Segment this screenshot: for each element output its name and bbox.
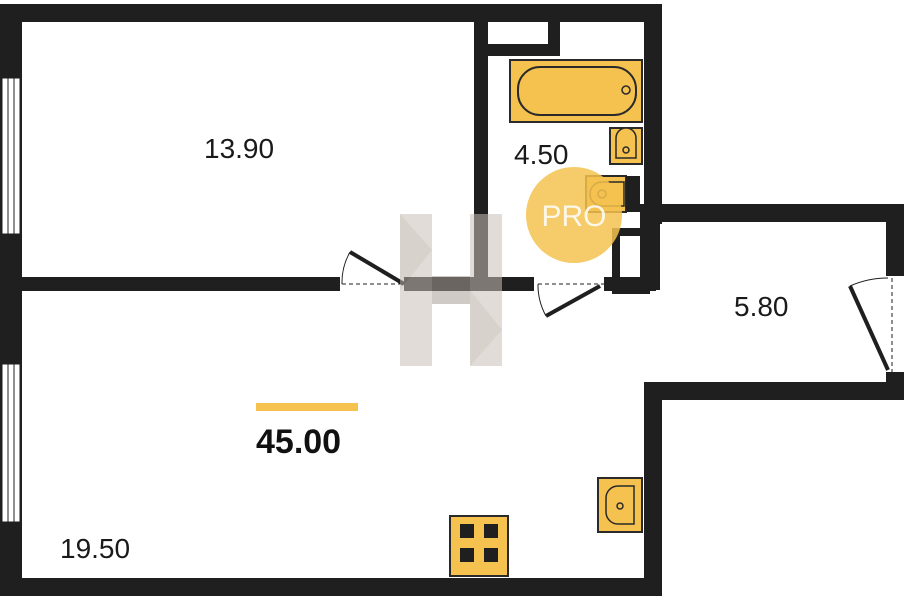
window-lower (1, 363, 21, 523)
wall-niche (488, 44, 560, 56)
wall-interior-bedroom (0, 277, 340, 291)
door-bedroom (341, 250, 406, 286)
wall-niche-side (548, 4, 560, 56)
logo-watermark (400, 214, 502, 366)
window-upper (1, 77, 21, 235)
living-area-label: 19.50 (60, 533, 130, 564)
wall-hall-right-bottom (886, 372, 904, 400)
pro-badge: PRO (526, 167, 622, 263)
stove-icon (449, 515, 509, 577)
total-accent-bar (256, 403, 358, 411)
wall-top (0, 4, 662, 22)
wall-hall-right-top (886, 204, 904, 276)
pro-badge-text: PRO (541, 200, 606, 233)
wall-hall-top (644, 204, 904, 222)
wall-right-upper (644, 4, 662, 224)
kitchen-sink-icon (597, 477, 643, 533)
bathroom-area-label: 4.50 (514, 139, 569, 170)
total-area-label: 45.00 (256, 423, 341, 461)
wall-bath-right-lower (640, 204, 660, 290)
hallway-area-label: 5.80 (734, 291, 789, 322)
wall-right-lower (644, 382, 662, 596)
wall-hall-bottom (644, 382, 904, 400)
bedroom-area-label: 13.90 (204, 133, 274, 164)
bathtub-icon (509, 59, 643, 123)
door-entrance (848, 277, 893, 372)
bathroom-sink-icon (609, 127, 643, 165)
door-bathroom (537, 283, 604, 318)
wall-bottom (0, 578, 662, 596)
